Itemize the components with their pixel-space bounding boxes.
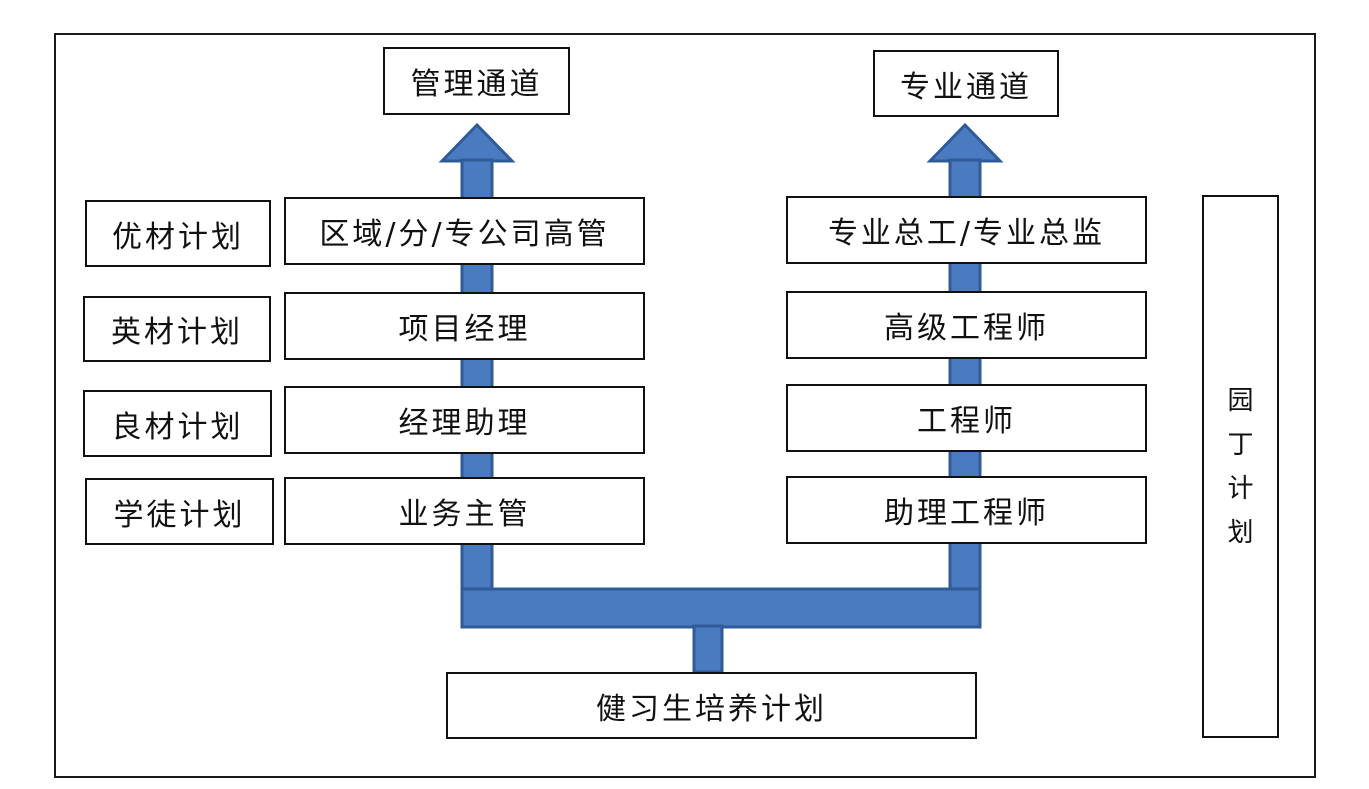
gardener-plan-box: 园 丁 计 划 — [1202, 195, 1279, 738]
management-level-label: 经理助理 — [398, 406, 531, 441]
plan-label: 良材计划 — [111, 409, 244, 445]
management-level-box: 项目经理 — [284, 292, 645, 360]
professional-level-label: 助理工程师 — [884, 496, 1049, 531]
bottom-stem — [692, 624, 724, 674]
gardener-plan-char: 丁 — [1227, 429, 1254, 460]
plan-label: 优材计划 — [112, 219, 244, 255]
gardener-plan-char: 计 — [1227, 473, 1254, 504]
plan-box: 优材计划 — [85, 200, 271, 267]
management-level-box: 经理助理 — [284, 386, 645, 454]
plan-box: 良材计划 — [83, 390, 272, 457]
plan-label: 学徒计划 — [113, 497, 246, 533]
professional-level-box: 专业总工/专业总监 — [786, 196, 1147, 264]
professional-channel-box: 专业通道 — [873, 50, 1059, 117]
horizontal-connector — [460, 587, 982, 629]
professional-level-label: 工程师 — [917, 404, 1016, 439]
management-channel-box: 管理通道 — [383, 47, 570, 115]
professional-level-label: 高级工程师 — [884, 311, 1049, 346]
professional-level-box: 高级工程师 — [786, 291, 1147, 359]
gardener-plan-char: 划 — [1227, 517, 1254, 548]
plan-box: 英材计划 — [83, 296, 271, 362]
plan-label: 英材计划 — [111, 315, 243, 350]
trainee-program-label: 健习生培养计划 — [596, 691, 827, 727]
management-level-box: 业务主管 — [284, 477, 645, 545]
professional-level-box: 助理工程师 — [786, 476, 1147, 544]
gardener-plan-char: 园 — [1227, 385, 1254, 416]
plan-box: 学徒计划 — [85, 478, 274, 545]
management-level-box: 区域/分/专公司高管 — [284, 197, 645, 265]
professional-level-label: 专业总工/专业总监 — [827, 216, 1106, 251]
professional-channel-label: 专业通道 — [900, 69, 1032, 105]
trainee-program-box: 健习生培养计划 — [446, 672, 977, 739]
professional-level-box: 工程师 — [786, 384, 1147, 452]
diagram-frame — [54, 33, 1316, 778]
management-level-label: 项目经理 — [398, 312, 531, 347]
management-channel-label: 管理通道 — [410, 67, 543, 102]
management-level-label: 业务主管 — [398, 497, 531, 532]
management-level-label: 区域/分/专公司高管 — [319, 217, 610, 252]
